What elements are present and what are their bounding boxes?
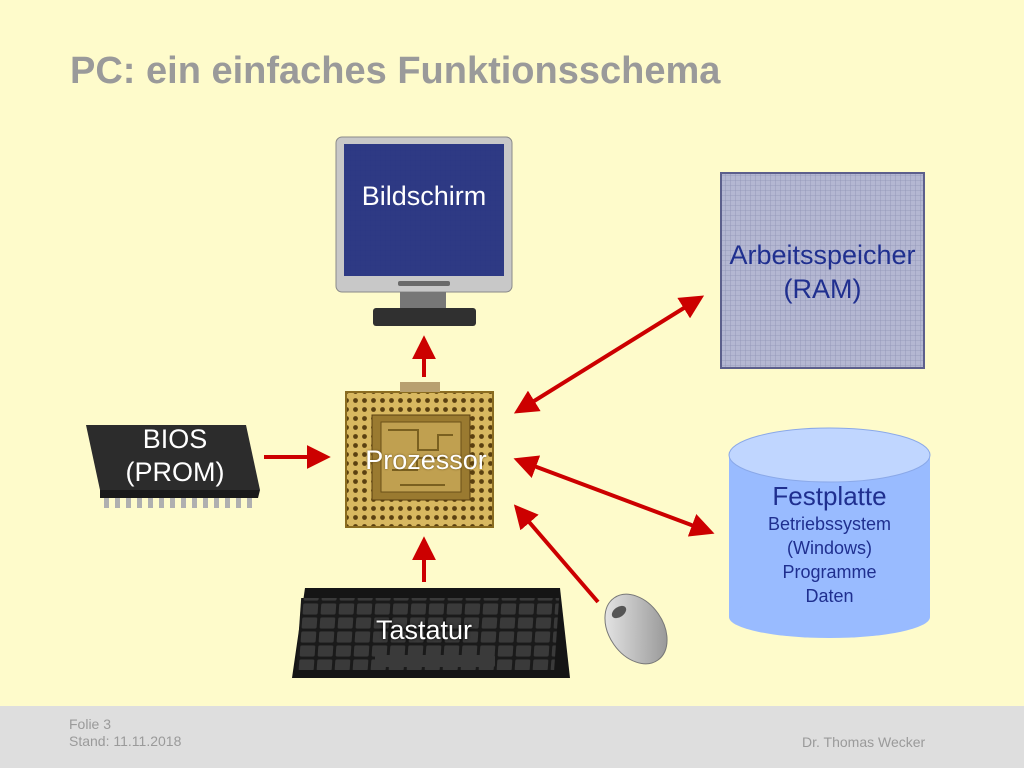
disk-item-data: Daten: [805, 586, 854, 606]
arrow-cpu-disk: [513, 455, 715, 537]
bios-pin: [225, 498, 230, 508]
bios-pin: [126, 498, 131, 508]
bios-pin: [148, 498, 153, 508]
cpu-label: Prozessor: [365, 445, 487, 475]
ram-label-line1: Arbeitsspeicher: [729, 240, 916, 270]
monitor-label: Bildschirm: [361, 181, 487, 211]
disk-item-windows: (Windows): [786, 538, 872, 558]
bios-label-line2: (PROM): [125, 457, 225, 487]
disk-label: Festplatte Betriebssystem (Windows) Prog…: [729, 480, 930, 608]
slide-number: Folie 3: [69, 716, 112, 732]
disk-item-os: Betriebssystem: [767, 514, 892, 534]
bios-pin: [247, 498, 252, 508]
hard-disk-icon: [728, 427, 931, 638]
ram-icon: [720, 172, 925, 369]
slide-date: Stand: 11.11.2018: [69, 733, 182, 749]
slide-title: PC: ein einfaches Funktionsschema: [70, 50, 721, 92]
bios-label-line1: BIOS: [142, 424, 208, 454]
bios-pin: [170, 498, 175, 508]
bios-pin: [192, 498, 197, 508]
footer-author: Dr. Thomas Wecker: [802, 734, 926, 750]
bios-pin: [181, 498, 186, 508]
bios-label: BIOS (PROM): [110, 423, 240, 489]
bios-pin: [236, 498, 241, 508]
keyboard-label: Tastatur: [375, 615, 473, 645]
disk-item-programs: Programme: [782, 562, 877, 582]
bios-pin: [203, 498, 208, 508]
arrow-cpu-ram: [513, 295, 705, 414]
ram-label: Arbeitsspeicher (RAM): [721, 238, 924, 306]
bios-chip-icon: [86, 425, 260, 508]
monitor-icon: [335, 136, 513, 326]
disk-title: Festplatte: [772, 481, 887, 511]
footer-bar: [0, 706, 1024, 768]
ram-label-line2: (RAM): [783, 274, 862, 304]
cpu-icon: [345, 382, 494, 528]
arrow-mouse-to-cpu: [513, 504, 600, 604]
bios-pin: [115, 498, 120, 508]
footer-left: Folie 3 Stand: 11.11.2018: [69, 716, 181, 750]
keyboard-icon: [292, 588, 570, 678]
bios-pin: [214, 498, 219, 508]
bios-pin: [159, 498, 164, 508]
mouse-icon: [604, 593, 668, 665]
bios-pin: [104, 498, 109, 508]
bios-pin: [137, 498, 142, 508]
